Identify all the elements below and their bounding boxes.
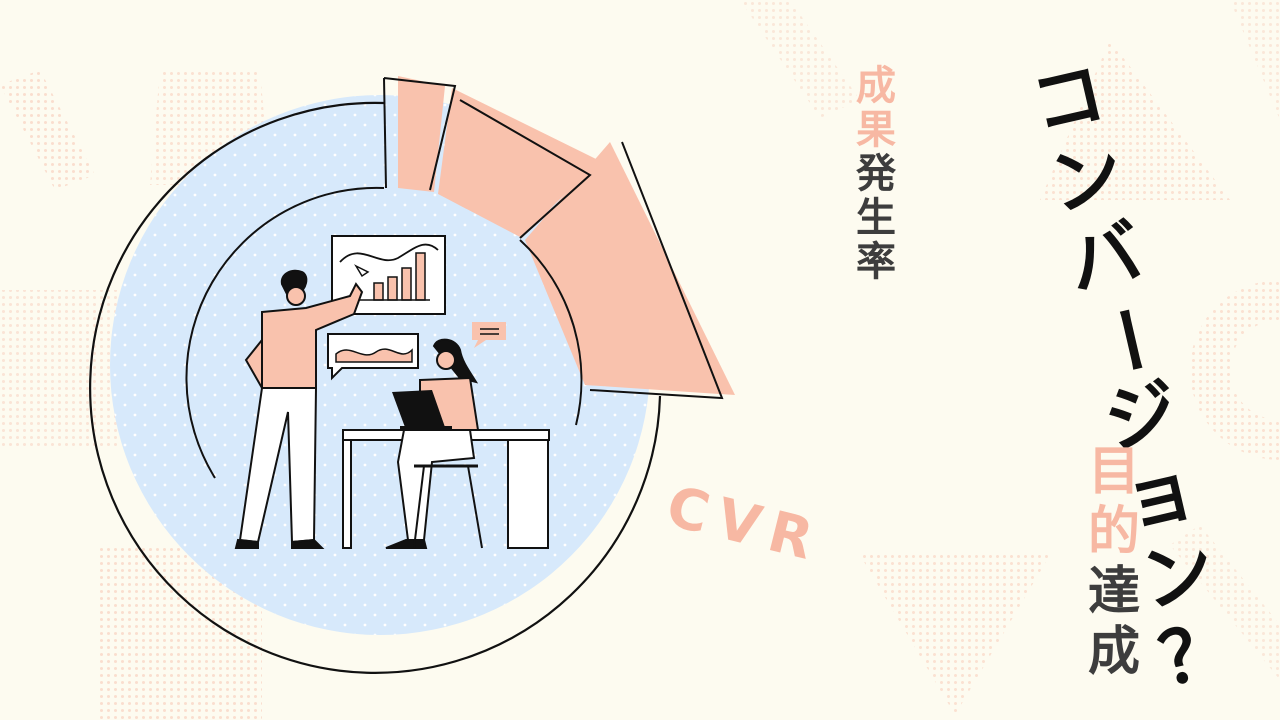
- mokuteki-tassei-label: 目 的 達 成: [1088, 446, 1140, 686]
- decor-stripe-left: [0, 70, 95, 190]
- seika-hassei-ritsu-label: 成 果 発 生 率: [856, 66, 896, 286]
- decor-corner-right: [1230, 0, 1280, 120]
- decor-rect-left: [0, 290, 120, 450]
- decor-triangle-right: [1040, 40, 1230, 200]
- inner-arc-right: [519, 239, 583, 426]
- outer-arc: [89, 101, 662, 674]
- inner-arc-left: [185, 186, 385, 479]
- standing-man-figure: [234, 269, 364, 549]
- decor-ring-right: [1190, 280, 1280, 460]
- char: 率: [856, 239, 896, 285]
- donut-segments: [398, 76, 735, 395]
- char: 的: [1088, 502, 1141, 562]
- decor-triangle-bottom: [860, 555, 1050, 715]
- char: 生: [856, 195, 896, 241]
- message-bubble-icon: [472, 322, 506, 348]
- wave-chart-bubble-icon: [327, 333, 419, 381]
- char: 発: [856, 151, 896, 197]
- decor-stripe-top: [740, 0, 860, 118]
- char: 成: [856, 63, 896, 109]
- donut-segment-2: [438, 88, 598, 238]
- decor-stripe-bottom-right: [1170, 525, 1280, 680]
- donut-segment-3: [525, 142, 735, 395]
- decor-rect-bottom: [96, 548, 262, 720]
- char: 達: [1088, 562, 1141, 622]
- char: 成: [1088, 622, 1141, 682]
- laptop-icon: [392, 390, 452, 431]
- char: 果: [856, 107, 896, 153]
- donut-outlines: [383, 77, 724, 400]
- char: 目: [1088, 442, 1141, 502]
- char: ？: [1151, 604, 1241, 703]
- donut-segment-1: [398, 76, 445, 192]
- char: バ: [1060, 208, 1150, 307]
